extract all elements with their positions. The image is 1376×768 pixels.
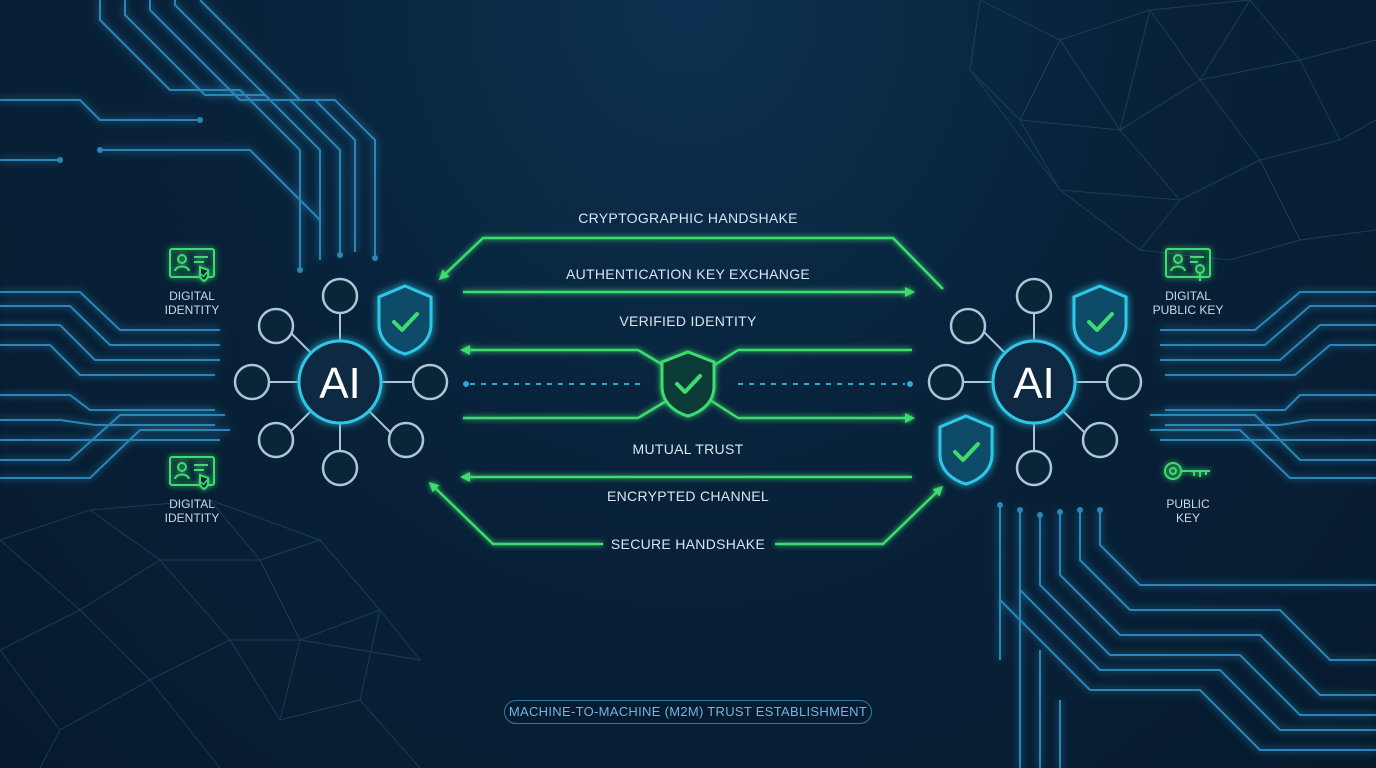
dashed-link-start-dot [463, 381, 469, 387]
right-satellite-bottom-right [1081, 421, 1119, 459]
flow-arrows [428, 236, 944, 546]
left-satellite-right [411, 363, 449, 401]
left-satellite-top-left [257, 307, 295, 345]
label-authentication-key-exchange: AUTHENTICATION KEY EXCHANGE [565, 266, 811, 282]
shield-check-icon [660, 350, 716, 418]
circuit-right-mid [1150, 291, 1376, 479]
label-right-top-digital-public-key: DIGITAL PUBLIC KEY [1133, 289, 1243, 317]
left-hub-label: AI [319, 359, 361, 408]
circuit-right-bottom [999, 505, 1376, 768]
label-verified-identity: VERIFIED IDENTITY [619, 313, 757, 329]
dashed-link-end-dot [907, 381, 913, 387]
footer-badge: MACHINE-TO-MACHINE (M2M) TRUST ESTABLISH… [504, 700, 872, 724]
label-left-top-digital-identity: DIGITAL IDENTITY [137, 289, 247, 317]
label-line: DIGITAL [169, 497, 215, 511]
label-secure-handshake: SECURE HANDSHAKE [610, 536, 766, 552]
id-card-icon [169, 248, 215, 283]
id-card-key-icon [1165, 248, 1211, 281]
right-satellite-top [1015, 277, 1053, 315]
key-icon [1164, 462, 1210, 480]
circuit-left-mid [0, 291, 230, 479]
right-hub: AI [927, 277, 1143, 487]
shield-check-icon [377, 284, 433, 356]
label-line: DIGITAL [1165, 289, 1211, 303]
label-line: IDENTITY [164, 511, 220, 525]
label-line: KEY [1175, 511, 1200, 525]
left-satellite-bottom-left [257, 421, 295, 459]
left-satellite-top [321, 277, 359, 315]
label-mutual-trust: MUTUAL TRUST [632, 441, 744, 457]
left-satellite-bottom [321, 449, 359, 487]
circuit-left-top [0, 0, 376, 270]
left-satellite-left [233, 363, 271, 401]
right-hub-satellites [927, 277, 1143, 487]
label-line: IDENTITY [164, 303, 220, 317]
id-card-icon [169, 456, 215, 491]
label-left-bottom-digital-identity: DIGITAL IDENTITY [137, 497, 247, 525]
right-satellite-left [927, 363, 965, 401]
left-hub-satellites [233, 277, 449, 487]
right-satellite-top-left [949, 307, 987, 345]
left-hub: AI [233, 277, 449, 487]
right-hub-circle [991, 339, 1077, 425]
arrow-cryptographic-handshake [438, 236, 944, 290]
label-line: PUBLIC KEY [1152, 303, 1224, 317]
shield-check-icon [1072, 284, 1128, 356]
right-satellite-bottom [1015, 449, 1053, 487]
label-cryptographic-handshake: CRYPTOGRAPHIC HANDSHAKE [578, 210, 798, 226]
left-satellite-bottom-right [387, 421, 425, 459]
label-right-bottom-public-key: PUBLIC KEY [1133, 497, 1243, 525]
mesh-bottom-left [0, 499, 422, 768]
label-line: PUBLIC [1166, 497, 1210, 511]
circuit-right-bottom-pads [997, 502, 1103, 518]
circuit-left-top-pads [57, 117, 378, 273]
mesh-top-right [969, 0, 1376, 261]
shield-check-icon [938, 414, 994, 486]
left-hub-circle [297, 339, 383, 425]
label-line: DIGITAL [169, 289, 215, 303]
arrow-secure-handshake-right [775, 485, 944, 546]
arrow-secure-handshake-left [428, 481, 603, 546]
right-hub-label: AI [1013, 359, 1055, 408]
label-encrypted-channel: ENCRYPTED CHANNEL [607, 488, 769, 504]
right-satellite-right [1105, 363, 1143, 401]
